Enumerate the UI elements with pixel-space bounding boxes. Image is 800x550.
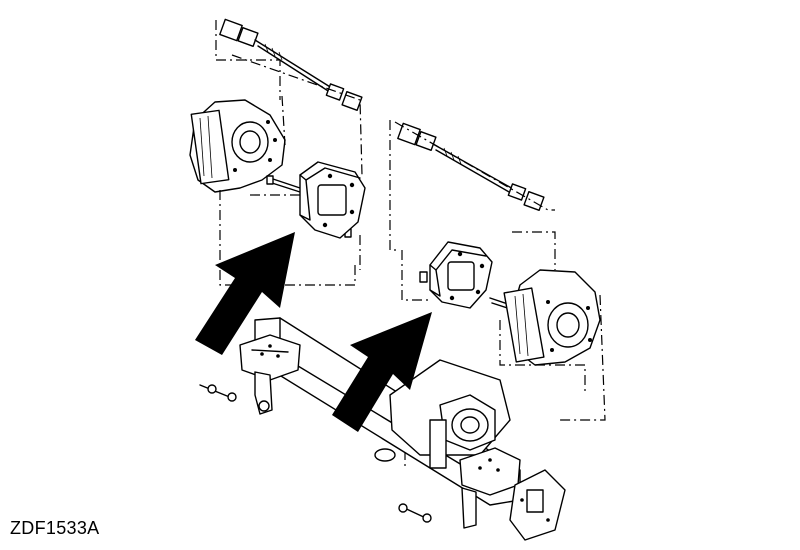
left-drive-shaft xyxy=(219,18,363,112)
left-direction-arrow xyxy=(195,232,295,355)
left-adapter-plate xyxy=(299,161,366,239)
figure-caption: ZDF1533A xyxy=(10,518,100,538)
right-alignment-lines xyxy=(389,120,606,470)
right-adapter-plate xyxy=(429,241,493,309)
right-drive-shaft xyxy=(397,122,545,212)
right-direction-arrow xyxy=(332,312,432,432)
left-gearbox-housing xyxy=(189,99,286,193)
main-frame-axle xyxy=(239,317,566,541)
right-bolt-washer xyxy=(398,503,432,523)
right-gearbox-housing xyxy=(503,269,601,366)
left-alignment-lines xyxy=(215,20,363,286)
left-bolt-washer xyxy=(199,384,237,402)
